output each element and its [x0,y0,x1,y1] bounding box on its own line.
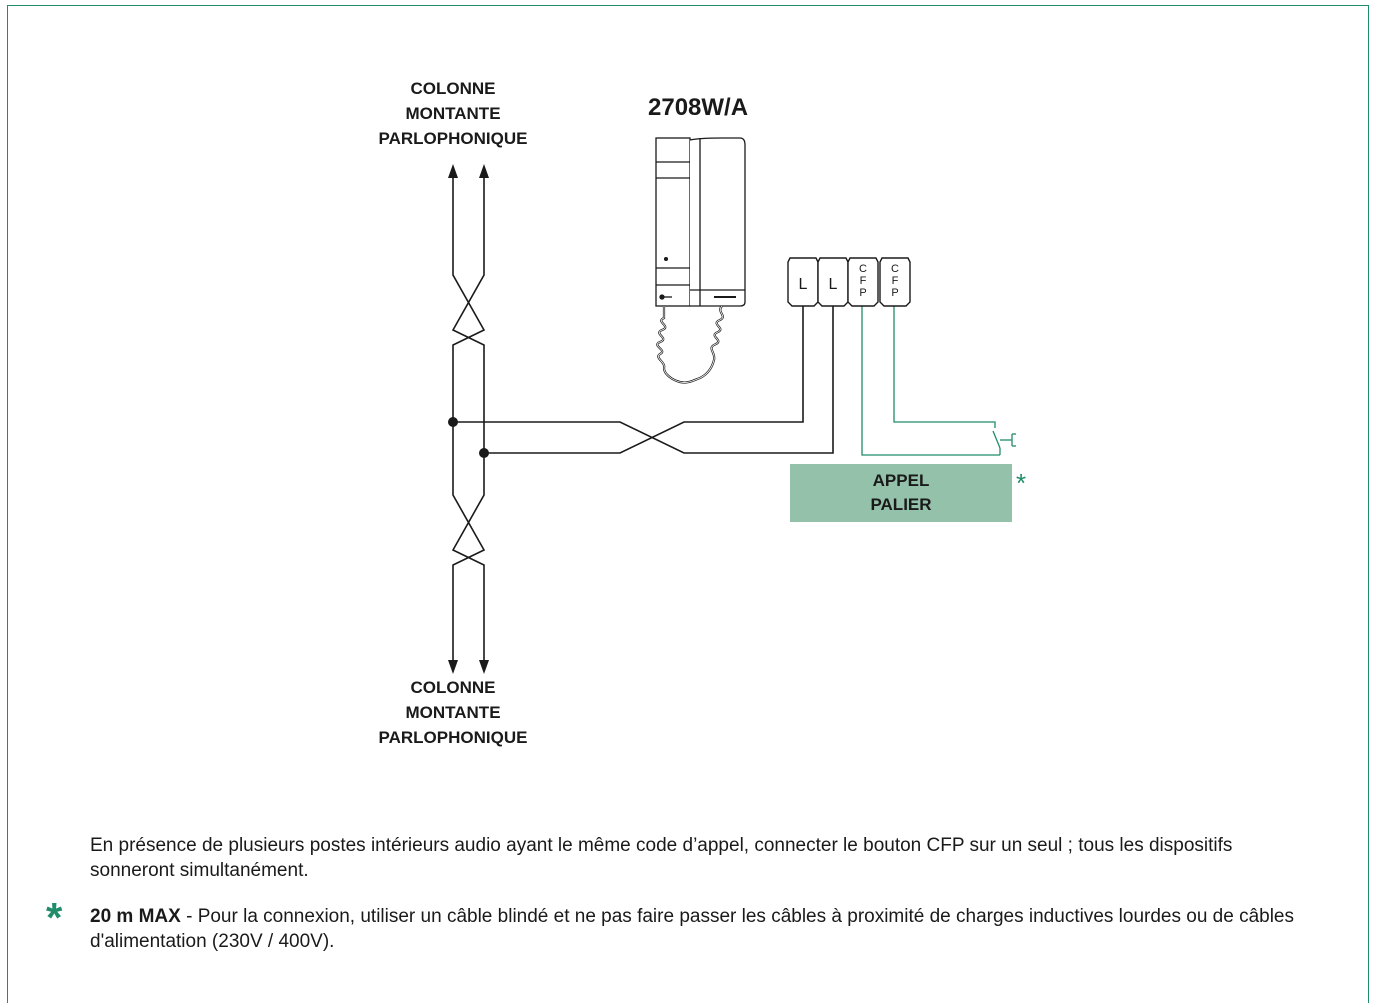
riser-wire-right [451,172,485,668]
terminal-cfp1-f: F [860,275,867,287]
terminal-l2 [817,257,849,307]
appel-palier-box: APPEL PALIER [790,464,1012,522]
riser-label-bottom-line3: PARLOPHONIQUE [378,728,528,747]
cfp-wire-2 [893,306,996,428]
terminal-cfp2 [879,257,911,307]
riser-label-bottom-line2: MONTANTE [405,703,501,722]
riser-wire-left [452,172,486,668]
intercom-device-icon [655,137,746,384]
note-asterisk-icon: * [46,894,63,941]
terminal-cfp2-p: P [891,287,898,299]
cfp-wire-1 [861,306,1000,456]
terminal-l2-label: L [829,276,838,293]
arrow-up-left [448,164,458,178]
note-cable: 20 m MAX - Pour la connexion, utiliser u… [90,904,1320,954]
coiled-cord-icon [656,305,724,384]
note-cable-bold: 20 m MAX [90,906,181,927]
riser-label-bottom: COLONNE MONTANTE PARLOPHONIQUE [368,675,538,750]
terminal-cfp1 [847,257,879,307]
cfp-wires [861,306,1000,456]
branch-wire-2 [484,306,804,454]
note-cfp: En présence de plusieurs postes intérieu… [90,835,1233,881]
terminal-cfp2-c: C [891,263,899,275]
appel-label-line1: APPEL [872,471,930,490]
riser-wires [451,172,486,668]
branch-wires [453,306,834,454]
riser-label-top-line1: COLONNE [410,79,496,98]
diagram-frame [7,5,1369,1003]
arrow-up-right [479,164,489,178]
terminal-l1-label: L [799,276,808,293]
terminal-l1 [787,257,819,307]
terminal-cfp1-p: P [859,287,866,299]
terminal-cfp1-c: C [859,263,867,275]
appel-asterisk-icon: * [1016,468,1027,498]
terminal-block [787,257,911,307]
riser-arrows-bottom [448,660,489,674]
note-cable-text: - Pour la connexion, utiliser un câble b… [90,906,1295,952]
terminal-cfp2-f: F [892,275,899,287]
device-model-label: 2708W/A [648,94,749,121]
branch-wire-1 [453,306,834,454]
riser-arrows-top [448,164,489,178]
riser-label-top: COLONNE MONTANTE PARLOPHONIQUE [368,76,538,151]
riser-label-top-line3: PARLOPHONIQUE [378,129,528,148]
riser-label-top-line2: MONTANTE [405,104,501,123]
arrow-down-right [479,660,489,674]
riser-label-bottom-line1: COLONNE [410,678,496,697]
appel-label-line2: PALIER [870,495,932,514]
arrow-down-left [448,660,458,674]
push-button-icon [992,430,1016,455]
